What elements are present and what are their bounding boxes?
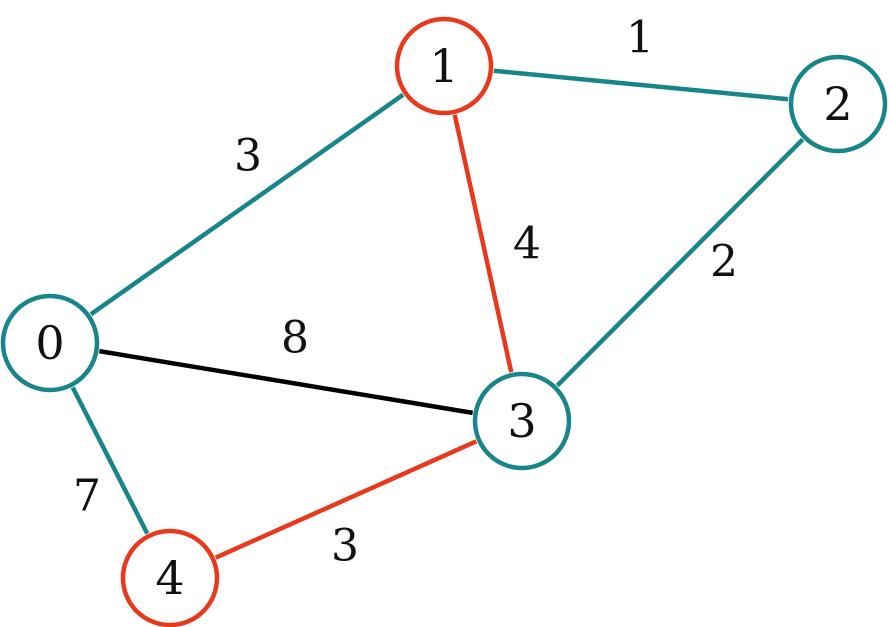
edge-0-4 xyxy=(70,386,150,535)
edge-1-3 xyxy=(452,114,514,373)
edge-0-1 xyxy=(89,92,405,317)
edge-0-3 xyxy=(98,348,474,416)
edge-weight-0-3: 8 xyxy=(281,313,309,364)
node-circle-0 xyxy=(0,293,100,393)
nodes-layer: 0 1 2 3 4 xyxy=(0,16,888,627)
node-label-0: 0 xyxy=(35,316,64,370)
node-3: 3 xyxy=(472,371,572,471)
edges-layer xyxy=(70,68,805,560)
node-circle-4 xyxy=(120,528,220,627)
edge-3-4 xyxy=(214,439,478,560)
edge-weight-3-4: 3 xyxy=(331,521,359,572)
edge-1-2 xyxy=(493,68,789,102)
node-4: 4 xyxy=(120,528,220,627)
node-circle-2 xyxy=(788,54,888,154)
node-circle-3 xyxy=(472,371,572,471)
edge-weight-0-4: 7 xyxy=(73,471,101,522)
edge-weight-0-1: 3 xyxy=(234,131,262,182)
node-0: 0 xyxy=(0,293,100,393)
node-label-2: 2 xyxy=(823,77,852,131)
node-label-4: 4 xyxy=(155,551,184,605)
edge-2-3 xyxy=(555,137,805,388)
node-label-3: 3 xyxy=(507,394,536,448)
edge-weight-1-2: 1 xyxy=(626,13,654,64)
edge-weights-layer: 3 1 4 2 8 7 3 xyxy=(73,13,738,572)
node-1: 1 xyxy=(394,16,494,116)
node-circle-1 xyxy=(394,16,494,116)
edge-weight-2-3: 2 xyxy=(710,237,738,288)
node-label-1: 1 xyxy=(429,39,458,93)
node-2: 2 xyxy=(788,54,888,154)
edge-weight-1-3: 4 xyxy=(513,219,541,270)
